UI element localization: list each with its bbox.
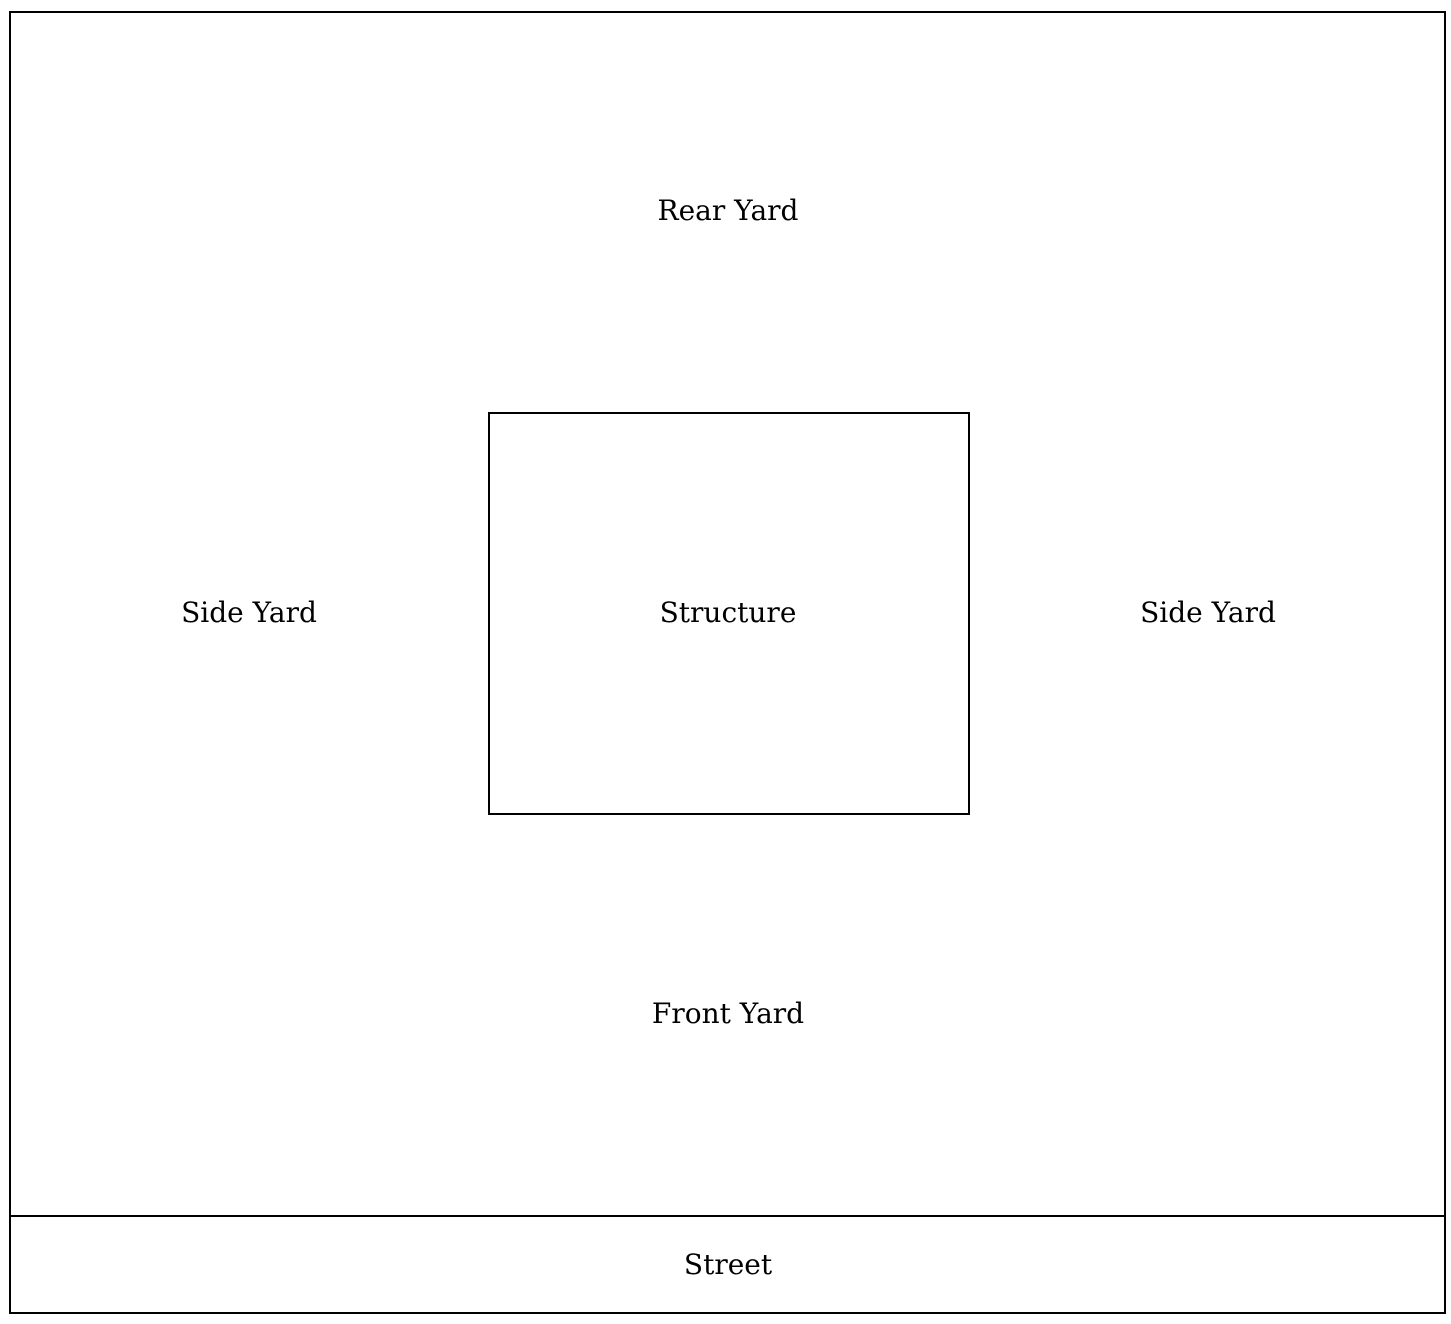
- lot-boundary: [9, 11, 1446, 1314]
- rear-yard-label: Rear Yard: [657, 194, 799, 227]
- structure-label: Structure: [659, 596, 797, 629]
- front-yard-label: Front Yard: [651, 997, 805, 1030]
- street-label: Street: [683, 1248, 773, 1281]
- side-yard-left-label: Side Yard: [181, 596, 317, 629]
- street-boundary-line: [9, 1215, 1446, 1217]
- side-yard-right-label: Side Yard: [1140, 596, 1276, 629]
- structure-outline: [488, 412, 970, 815]
